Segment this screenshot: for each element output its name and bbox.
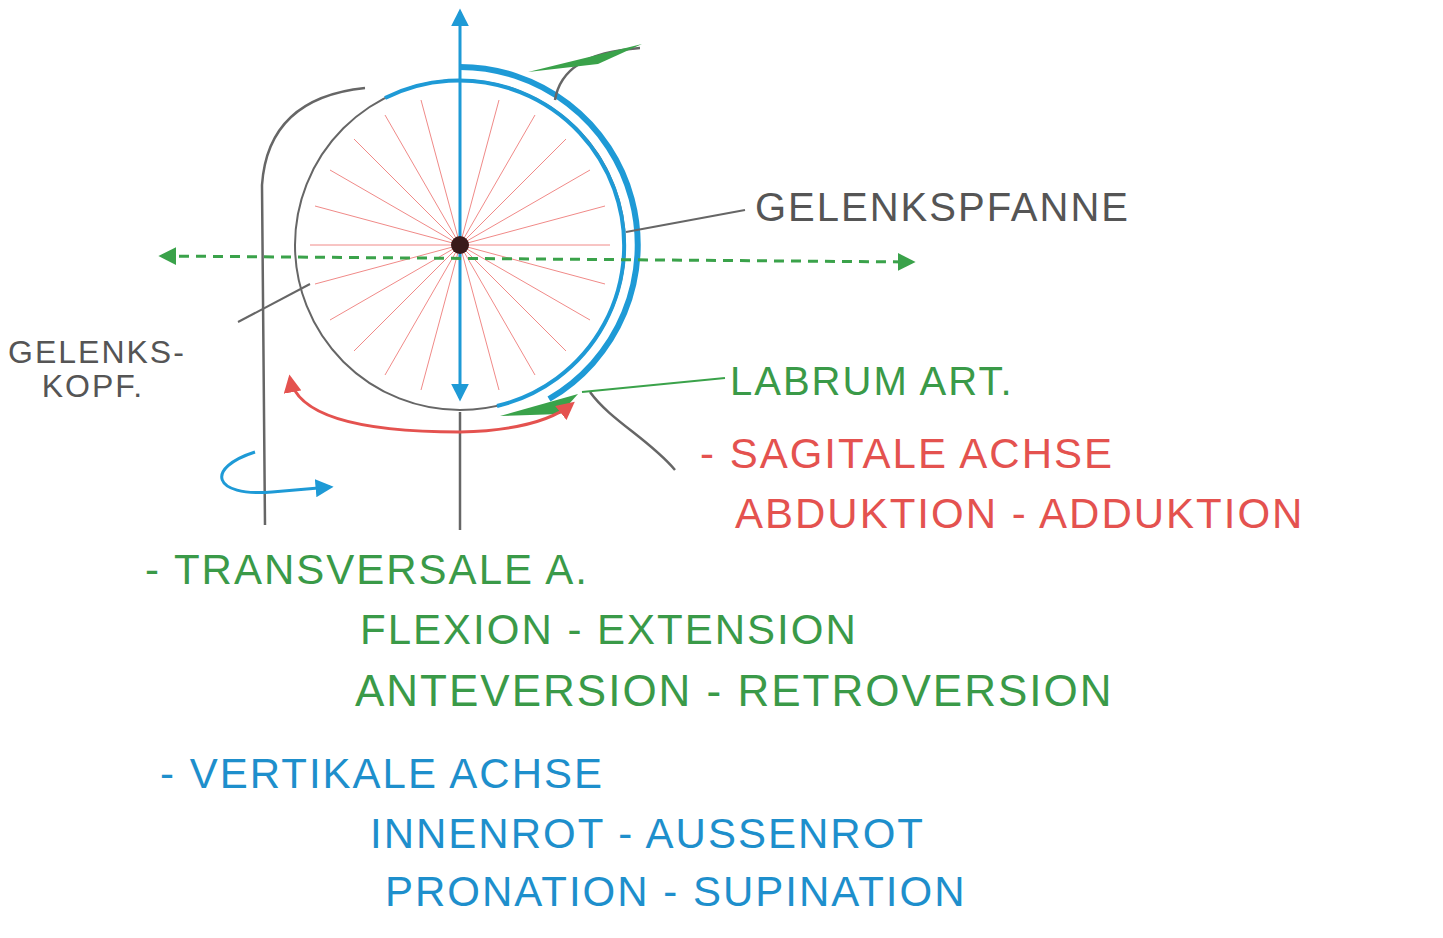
movement-label: ANTEVERSION - RETROVERSION	[355, 668, 1114, 714]
part-label: LABRUM ART.	[730, 360, 1014, 402]
movement-label: PRONATION - SUPINATION	[385, 870, 966, 914]
movement-label: INNENROT - AUSSENROT	[370, 812, 925, 856]
abduction-arrow	[290, 378, 572, 432]
leader-line	[582, 378, 725, 392]
leader-line	[238, 284, 310, 322]
axis-label: - TRANSVERSALE A.	[145, 548, 589, 592]
transverse-axis	[162, 256, 912, 262]
movement-label: ABDUKTION - ADDUKTION	[735, 492, 1304, 536]
labrum	[500, 394, 578, 416]
bone-outline	[262, 88, 365, 525]
socket-outline	[590, 392, 675, 470]
part-label: GELENKS- KOPF.	[8, 336, 178, 403]
labrum	[528, 44, 642, 72]
cartilage	[385, 80, 624, 406]
axis-label: - SAGITALE ACHSE	[700, 432, 1114, 476]
rotation-arrow	[222, 452, 330, 493]
bone-outline	[459, 412, 462, 530]
socket-cartilage	[460, 67, 638, 399]
part-label: GELENKSPFANNE	[755, 186, 1130, 228]
leader-line	[626, 210, 745, 232]
axis-label: - VERTIKALE ACHSE	[160, 752, 604, 796]
vertical-axis	[459, 12, 462, 398]
center-point	[451, 236, 469, 254]
movement-label: FLEXION - EXTENSION	[360, 608, 858, 652]
